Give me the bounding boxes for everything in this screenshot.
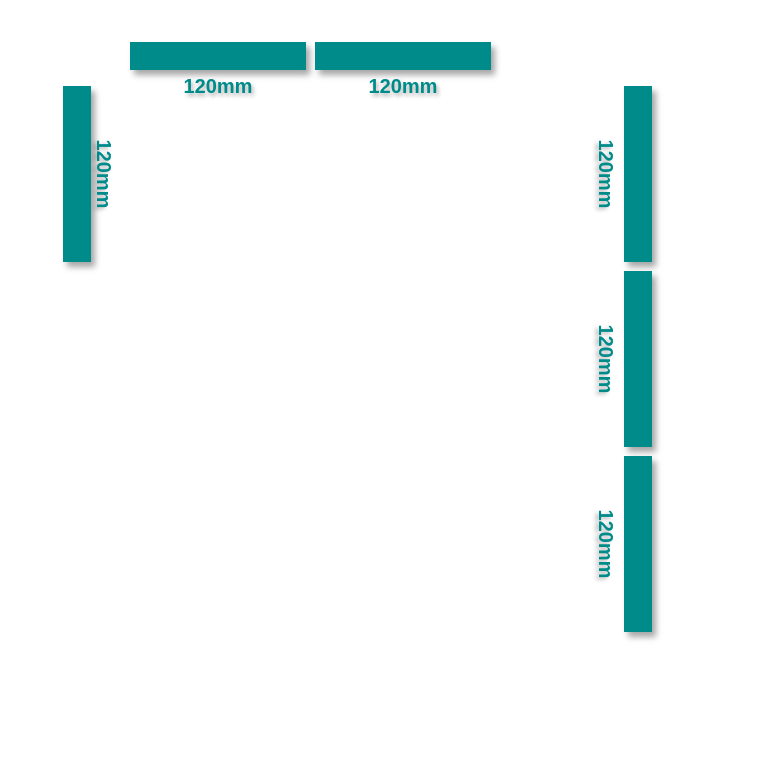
- rear-fan: [63, 86, 91, 262]
- front-fan-2-label: 120mm: [594, 324, 616, 394]
- front-fan-1-label: 120mm: [594, 139, 616, 209]
- front-fan-3: [624, 456, 652, 632]
- top-fan-2-label: 120mm: [368, 76, 438, 98]
- top-fan-2: [315, 42, 491, 70]
- top-fan-1-label: 120mm: [183, 76, 253, 98]
- rear-fan-label: 120mm: [92, 139, 114, 209]
- front-fan-3-label: 120mm: [594, 509, 616, 579]
- top-fan-1: [130, 42, 306, 70]
- front-fan-1: [624, 86, 652, 262]
- front-fan-2: [624, 271, 652, 447]
